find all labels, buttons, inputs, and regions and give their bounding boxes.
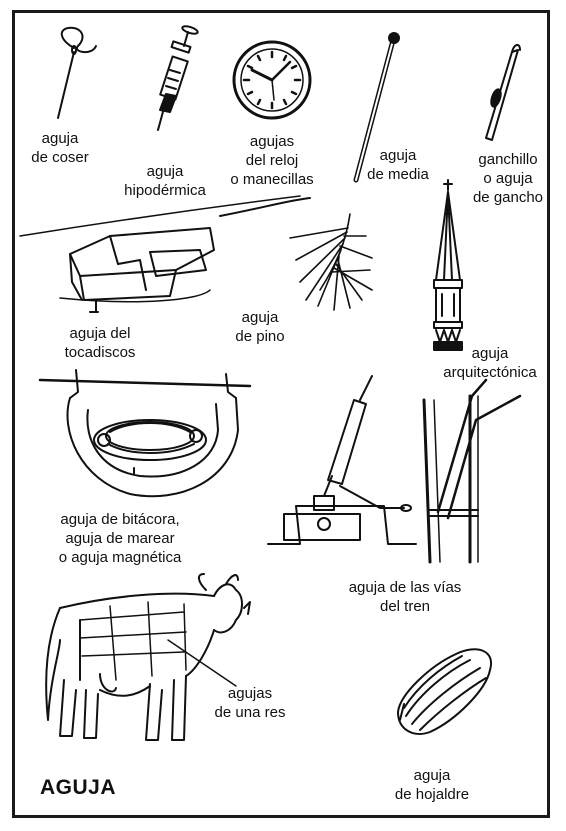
clock-icon [232,40,312,120]
railway-switch-icon [267,375,522,564]
crochet-hook-icon [485,44,521,141]
spire-icon [433,179,463,351]
record-player-needle-icon [19,195,311,313]
puff-pastry-icon [397,648,493,735]
cow-icon [45,573,251,741]
pine-needles-icon [289,213,373,311]
compass-icon [38,369,252,498]
syringe-icon [157,25,199,131]
sewing-needle-icon [57,26,97,119]
knitting-needle-icon [353,32,400,183]
page-title: AGUJA [40,776,117,799]
